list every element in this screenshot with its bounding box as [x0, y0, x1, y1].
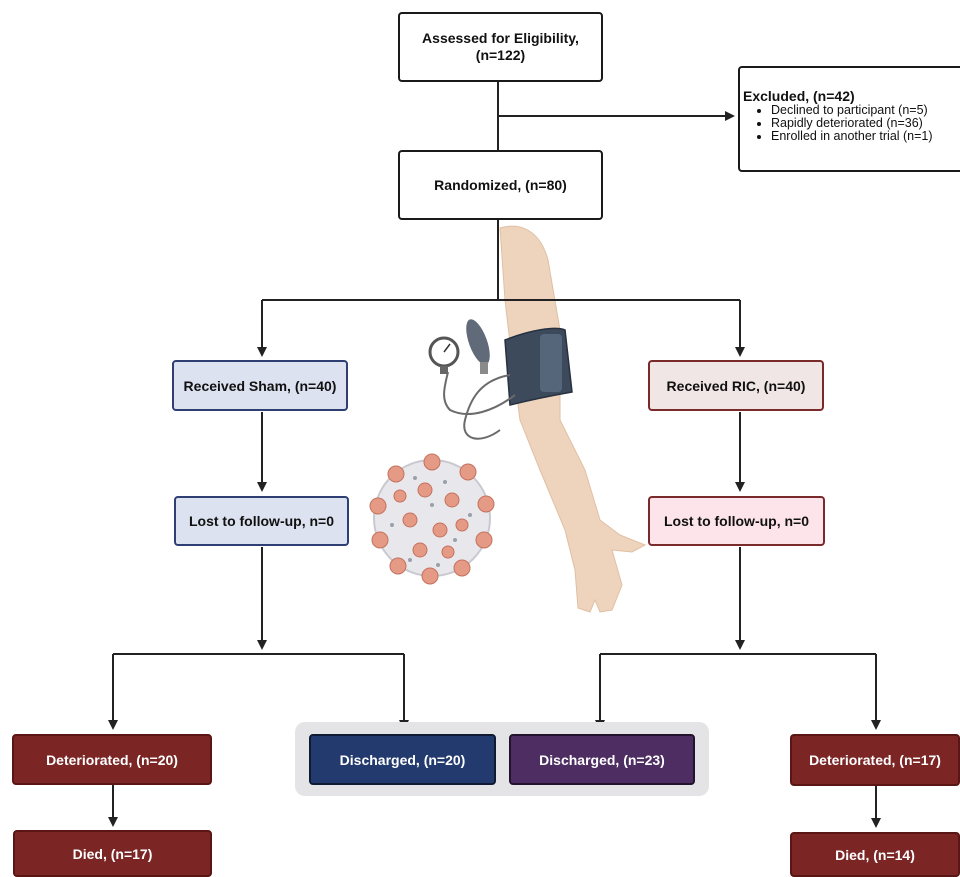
assessed-for-eligibility-box: Assessed for Eligibility, (n=122): [398, 12, 603, 82]
received-ric-label: Received RIC, (n=40): [666, 377, 806, 394]
sham-discharged-label: Discharged, (n=20): [339, 751, 466, 768]
received-ric-box: Received RIC, (n=40): [648, 360, 824, 411]
excluded-box: Excluded, (n=42) Declined to participant…: [738, 66, 960, 172]
excluded-reason: Declined to participant (n=5): [771, 104, 960, 117]
ric-deteriorated-box: Deteriorated, (n=17): [790, 734, 960, 786]
excluded-reasons-list: Declined to participant (n=5) Rapidly de…: [743, 104, 960, 143]
arm-with-blood-pressure-cuff-icon: [428, 225, 647, 613]
ric-lost-to-follow-up-box: Lost to follow-up, n=0: [648, 496, 825, 546]
excluded-title: Excluded, (n=42): [743, 88, 855, 104]
sham-discharged-box: Discharged, (n=20): [309, 734, 496, 785]
sham-deteriorated-box: Deteriorated, (n=20): [12, 734, 212, 785]
assessed-label: Assessed for Eligibility,: [422, 30, 579, 46]
randomized-box: Randomized, (n=80): [398, 150, 603, 220]
ric-discharged-box: Discharged, (n=23): [509, 734, 695, 785]
sham-deteriorated-label: Deteriorated, (n=20): [46, 751, 178, 768]
ric-lost-label: Lost to follow-up, n=0: [663, 513, 810, 529]
assessed-count: (n=122): [475, 47, 526, 63]
ric-died-label: Died, (n=14): [835, 846, 915, 863]
excluded-reason: Rapidly deteriorated (n=36): [771, 117, 960, 130]
received-sham-label: Received Sham, (n=40): [183, 377, 337, 394]
ric-discharged-label: Discharged, (n=23): [539, 751, 665, 768]
ric-died-box: Died, (n=14): [790, 832, 960, 877]
randomized-label: Randomized, (n=80): [434, 176, 567, 193]
sham-died-label: Died, (n=17): [72, 845, 153, 862]
sham-lost-label: Lost to follow-up, n=0: [188, 513, 335, 529]
excluded-reason: Enrolled in another trial (n=1): [771, 130, 960, 143]
ric-deteriorated-label: Deteriorated, (n=17): [809, 752, 941, 768]
virus-particle-icon: [369, 453, 495, 585]
sham-lost-to-follow-up-box: Lost to follow-up, n=0: [174, 496, 349, 546]
sham-died-box: Died, (n=17): [13, 830, 212, 877]
received-sham-box: Received Sham, (n=40): [172, 360, 348, 411]
